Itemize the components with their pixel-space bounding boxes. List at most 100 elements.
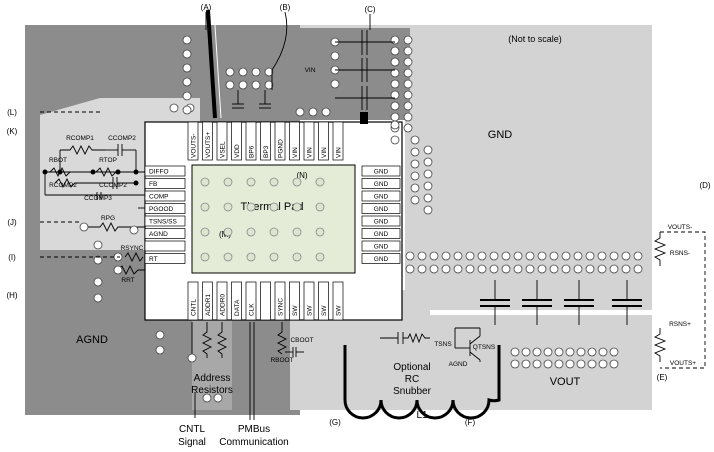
- via: [621, 251, 631, 261]
- right-pin: [361, 203, 401, 214]
- via: [587, 359, 597, 369]
- bottom-pin-label: CNTL: [191, 299, 198, 316]
- rcomp1-label: RCOMP1: [66, 135, 94, 142]
- cntl-signal-line2: Signal: [178, 437, 206, 448]
- right-pin: [361, 228, 401, 239]
- via: [573, 264, 583, 274]
- not-to-scale-note: (Not to scale): [508, 34, 562, 44]
- thermal-via: [246, 252, 256, 262]
- dashed-leaders: [40, 111, 120, 258]
- addr-via-2: [213, 393, 223, 403]
- via: [441, 264, 451, 274]
- top-pin: [289, 121, 300, 161]
- top-pin: [260, 121, 271, 161]
- via: [587, 347, 597, 357]
- bottom-pin-label: SW: [336, 305, 343, 316]
- via: [182, 91, 192, 101]
- via: [390, 101, 400, 111]
- via: [225, 80, 235, 90]
- via: [264, 67, 274, 77]
- via: [597, 251, 607, 261]
- via: [525, 264, 535, 274]
- thermal-via: [223, 252, 233, 262]
- via: [621, 264, 631, 274]
- via: [423, 205, 433, 215]
- via: [182, 35, 192, 45]
- via: [549, 251, 559, 261]
- via: [308, 107, 318, 117]
- thermal-via: [200, 252, 210, 262]
- via: [598, 359, 608, 369]
- top-pin-label: PGND: [278, 139, 285, 158]
- via: [390, 79, 400, 89]
- leader-lines: [205, 11, 371, 90]
- left-pin-label: RT: [149, 256, 158, 263]
- via: [423, 193, 433, 203]
- rsns-plus-resistor: [653, 328, 667, 362]
- thermal-via: [269, 252, 279, 262]
- snubber-line2: RC: [405, 374, 419, 385]
- via: [390, 57, 400, 67]
- via: [554, 347, 564, 357]
- rpg-label: RPG: [101, 215, 115, 222]
- right-pin-label: GND: [374, 206, 389, 213]
- cntl-signal-line1: CNTL: [179, 424, 206, 435]
- thermal-via: [315, 227, 325, 237]
- top-pin-label: VDD: [234, 144, 241, 158]
- via: [182, 105, 192, 115]
- top-pin: [216, 121, 228, 161]
- thermal-via: [269, 227, 279, 237]
- left-pin: [144, 178, 186, 189]
- via: [264, 80, 274, 90]
- via: [513, 264, 523, 274]
- top-pin-label: VIN: [336, 147, 343, 158]
- bottom-pin: [231, 281, 242, 321]
- via: [585, 251, 595, 261]
- via: [585, 264, 595, 274]
- bottom-pin: [187, 281, 199, 321]
- via: [597, 264, 607, 274]
- via: [521, 347, 531, 357]
- via: [521, 359, 531, 369]
- via: [477, 251, 487, 261]
- via: [510, 359, 520, 369]
- thermal-via: [223, 202, 233, 212]
- via: [532, 347, 542, 357]
- pmbus-line1: PMBus: [238, 424, 270, 435]
- left-pin: [144, 165, 186, 177]
- via: [182, 63, 192, 73]
- right-pin-label: GND: [374, 256, 389, 263]
- via: [532, 359, 542, 369]
- via: [405, 251, 415, 261]
- rcomp2-label: RCOMP2: [49, 182, 77, 189]
- callout-l: (L): [7, 108, 17, 117]
- rboot-label: RBOOT: [270, 357, 293, 364]
- ccomp3-label: CCOMP3: [84, 195, 112, 202]
- cntl-trace: [192, 320, 232, 410]
- left-pin-label: PGOOD: [149, 206, 174, 213]
- vout-label: VOUT: [550, 376, 581, 388]
- via: [390, 35, 400, 45]
- via: [403, 57, 413, 67]
- via: [549, 264, 559, 274]
- vin-gnd-bar: [360, 112, 368, 124]
- via: [182, 49, 192, 59]
- via: [405, 264, 415, 274]
- left-pin: [144, 190, 186, 202]
- tsns-transistor: [454, 327, 481, 362]
- via: [429, 264, 439, 274]
- via: [403, 101, 413, 111]
- left-pin-label: DIFFO: [149, 169, 169, 176]
- left-pin: [144, 240, 186, 252]
- cntl-via: [187, 353, 197, 363]
- bypass-capacitors: [232, 90, 271, 109]
- via: [423, 157, 433, 167]
- thermal-pad-vias: [200, 177, 325, 262]
- thermal-via: [269, 177, 279, 187]
- bottom-pin: [202, 281, 213, 321]
- top-pin-label: BP3: [263, 145, 270, 158]
- bottom-pin: [245, 281, 257, 321]
- bottom-pin: [260, 281, 271, 321]
